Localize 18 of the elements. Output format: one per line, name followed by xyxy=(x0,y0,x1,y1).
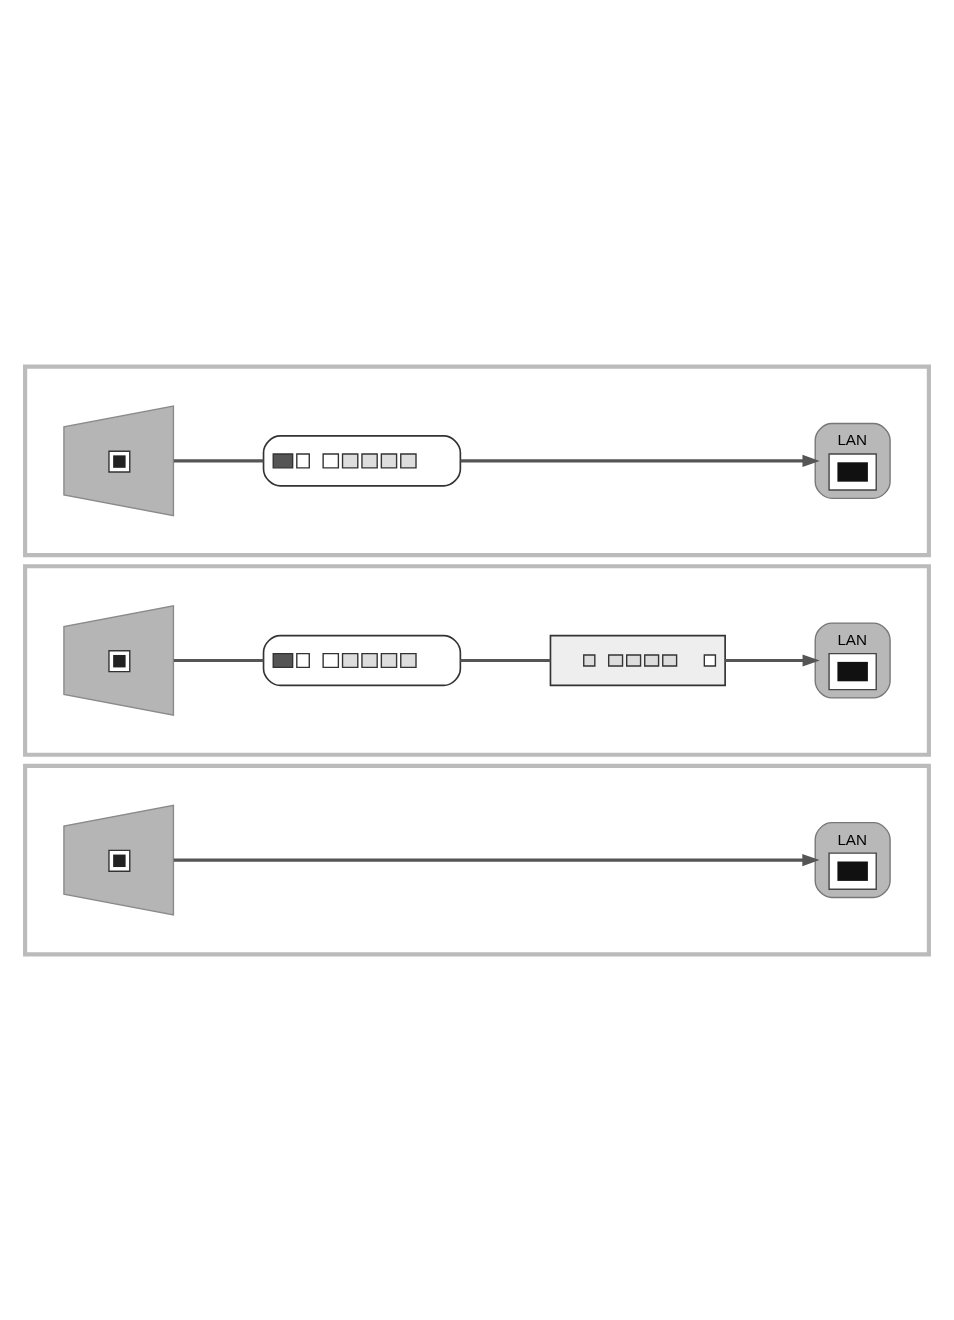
node-box: LAN xyxy=(814,621,891,699)
arrow xyxy=(173,853,820,866)
arrow xyxy=(460,454,820,467)
cluster xyxy=(23,763,931,956)
node-picture xyxy=(63,604,175,716)
node-picture xyxy=(63,404,175,516)
connector xyxy=(460,658,551,662)
node-box: LAN xyxy=(814,422,891,499)
arrow xyxy=(725,653,820,667)
connector xyxy=(173,458,264,462)
node-picture xyxy=(262,434,462,487)
cluster xyxy=(23,563,931,757)
node-picture xyxy=(63,804,175,916)
node-picture xyxy=(262,634,462,686)
cluster xyxy=(23,364,931,557)
node-picture xyxy=(549,634,726,686)
connector xyxy=(173,658,264,662)
node-box: LAN xyxy=(814,821,891,898)
